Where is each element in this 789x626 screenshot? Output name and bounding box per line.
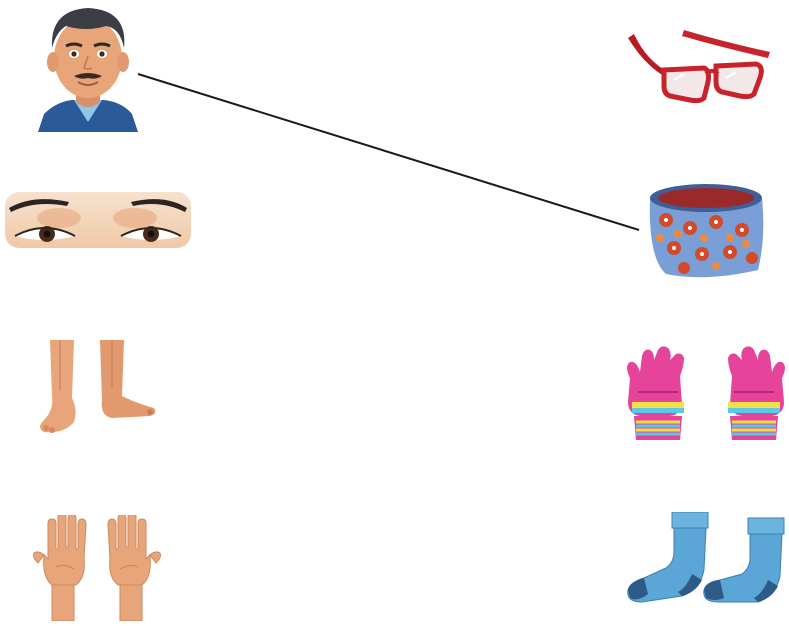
man-face-icon	[36, 2, 140, 132]
eyes-item[interactable]	[5, 192, 191, 248]
gloves-item[interactable]	[620, 346, 789, 442]
match-line-head-cap	[138, 74, 639, 230]
eyes-icon	[5, 192, 191, 248]
feet-icon	[38, 340, 158, 434]
woolen-cap-icon	[646, 178, 768, 280]
spectacles-item[interactable]	[624, 24, 774, 104]
hands-icon	[32, 515, 162, 621]
feet-item[interactable]	[38, 340, 158, 434]
cap-item[interactable]	[646, 178, 768, 280]
socks-icon	[626, 512, 786, 604]
head-item[interactable]	[36, 2, 140, 132]
hands-item[interactable]	[32, 515, 162, 621]
spectacles-icon	[624, 24, 774, 104]
gloves-icon	[620, 346, 789, 442]
socks-item[interactable]	[626, 512, 786, 604]
